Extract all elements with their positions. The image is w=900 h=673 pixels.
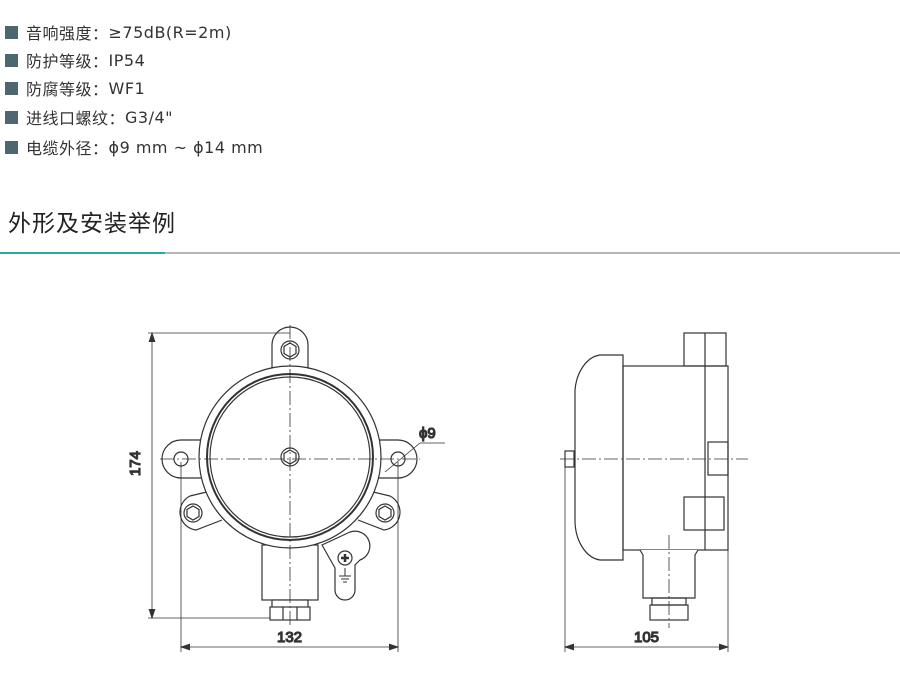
bullet-square-icon	[5, 25, 18, 39]
bullet-square-icon	[5, 110, 18, 124]
ground-terminal-icon	[321, 530, 371, 601]
width-dimension-label: 132	[277, 629, 302, 646]
spec-value: ϕ9 mm ~ ϕ14 mm	[108, 137, 264, 157]
depth-dimension-label: 105	[634, 629, 659, 646]
bullet-square-icon	[5, 53, 18, 67]
spec-label: 电缆外径：	[26, 139, 109, 158]
spec-value: ≥75dB(R=2m)	[108, 22, 232, 42]
section-divider	[0, 252, 900, 254]
spec-label: 防护等级：	[26, 52, 109, 71]
front-view: 174 132 ϕ9	[126, 325, 445, 652]
section-heading: 外形及安装举例	[8, 211, 176, 237]
hole-dimension-label: ϕ9	[419, 425, 436, 442]
spec-value: WF1	[108, 78, 146, 98]
spec-cable: 电缆外径：ϕ9 mm ~ ϕ14 mm	[5, 136, 263, 158]
side-view: 105	[560, 332, 748, 652]
spec-value: G3/4"	[125, 107, 174, 127]
spec-label: 防腐等级：	[26, 80, 109, 99]
spec-thread: 进线口螺纹：G3/4"	[5, 106, 173, 128]
spec-sound-level: 音响强度：≥75dB(R=2m)	[5, 21, 232, 43]
spec-label: 进线口螺纹：	[26, 109, 126, 128]
spec-value: IP54	[108, 50, 146, 70]
spec-corrosion: 防腐等级：WF1	[5, 77, 145, 99]
section-divider-accent	[0, 252, 165, 254]
height-dimension-label: 174	[127, 451, 144, 476]
bullet-square-icon	[5, 140, 18, 154]
spec-protection: 防护等级：IP54	[5, 49, 145, 71]
bullet-square-icon	[5, 81, 18, 95]
spec-label: 音响强度：	[26, 24, 109, 43]
